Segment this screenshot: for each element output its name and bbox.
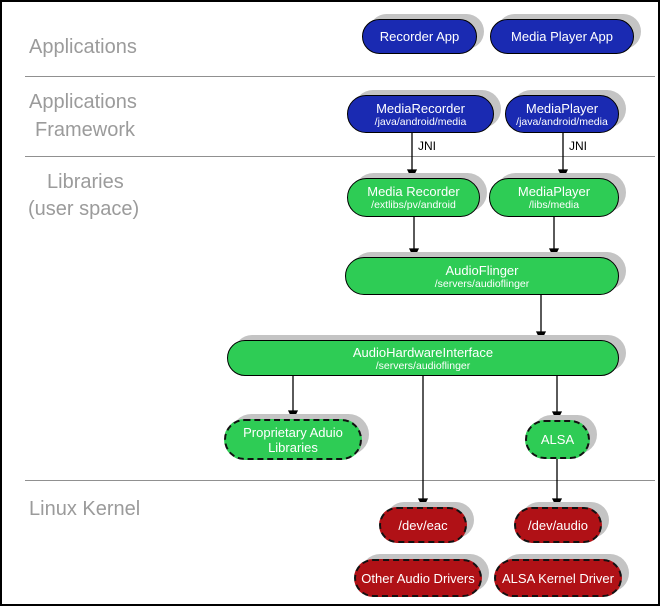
section-label-libraries-line2: (user space) xyxy=(28,198,140,220)
edge-label-jni-left: JNI xyxy=(418,139,436,153)
node-title: AudioHardwareInterface xyxy=(352,344,494,360)
node-title: ALSA xyxy=(540,432,575,447)
node-title: /dev/audio xyxy=(528,517,588,533)
node-dev-audio: /dev/audio xyxy=(514,507,602,543)
node-title: MediaRecorder xyxy=(376,100,465,116)
node-subtitle: /java/android/media xyxy=(374,115,467,128)
node-media-player-app: Media Player App xyxy=(490,19,634,54)
section-divider xyxy=(25,156,655,157)
node-title: AudioFlinger xyxy=(445,262,519,278)
node-subtitle: /libs/media xyxy=(528,199,580,211)
node-alsa-kernel-driver: ALSA Kernel Driver xyxy=(494,559,622,597)
node-audioflinger: AudioFlinger /servers/audioflinger xyxy=(345,257,619,295)
section-label-framework-line1: Applications xyxy=(29,91,137,113)
node-other-audio-drivers: Other Audio Drivers xyxy=(354,559,482,597)
node-proprietary-audio-libraries: Proprietary Aduio Libraries xyxy=(224,419,362,460)
node-alsa: ALSA xyxy=(525,420,590,459)
node-subtitle: /servers/audioflinger xyxy=(375,359,471,372)
node-recorder-app: Recorder App xyxy=(362,19,477,54)
section-divider xyxy=(25,76,655,77)
node-mediaplayer-framework: MediaPlayer /java/android/media xyxy=(505,95,619,133)
node-audiohardwareinterface: AudioHardwareInterface /servers/audiofli… xyxy=(227,340,619,376)
section-divider xyxy=(25,480,655,481)
node-title: Media Recorder xyxy=(367,184,460,199)
node-mediarecorder-framework: MediaRecorder /java/android/media xyxy=(347,95,494,133)
node-title: Media Player App xyxy=(511,29,613,44)
node-mediaplayer-lib: MediaPlayer /libs/media xyxy=(489,178,619,217)
node-title: MediaPlayer xyxy=(517,184,591,199)
section-label-libraries-line1: Libraries xyxy=(47,171,124,193)
section-label-applications: Applications xyxy=(29,36,137,58)
node-title: MediaPlayer xyxy=(525,100,599,116)
node-title: Other Audio Drivers xyxy=(361,570,475,586)
node-subtitle: /servers/audioflinger xyxy=(434,277,530,290)
node-subtitle: /java/android/media xyxy=(516,115,608,128)
section-label-framework-line2: Framework xyxy=(35,119,136,141)
node-media-recorder-lib: Media Recorder /extlibs/pv/android xyxy=(347,178,480,217)
edge-label-jni-right: JNI xyxy=(569,139,587,153)
node-title: Proprietary Aduio Libraries xyxy=(243,424,343,455)
node-title: /dev/eac xyxy=(398,517,448,533)
node-title: ALSA Kernel Driver xyxy=(502,570,614,586)
node-title: Recorder App xyxy=(379,29,460,44)
section-label-linux-kernel: Linux Kernel xyxy=(29,498,141,520)
node-dev-eac: /dev/eac xyxy=(379,507,467,543)
node-subtitle: /extlibs/pv/android xyxy=(371,199,456,211)
